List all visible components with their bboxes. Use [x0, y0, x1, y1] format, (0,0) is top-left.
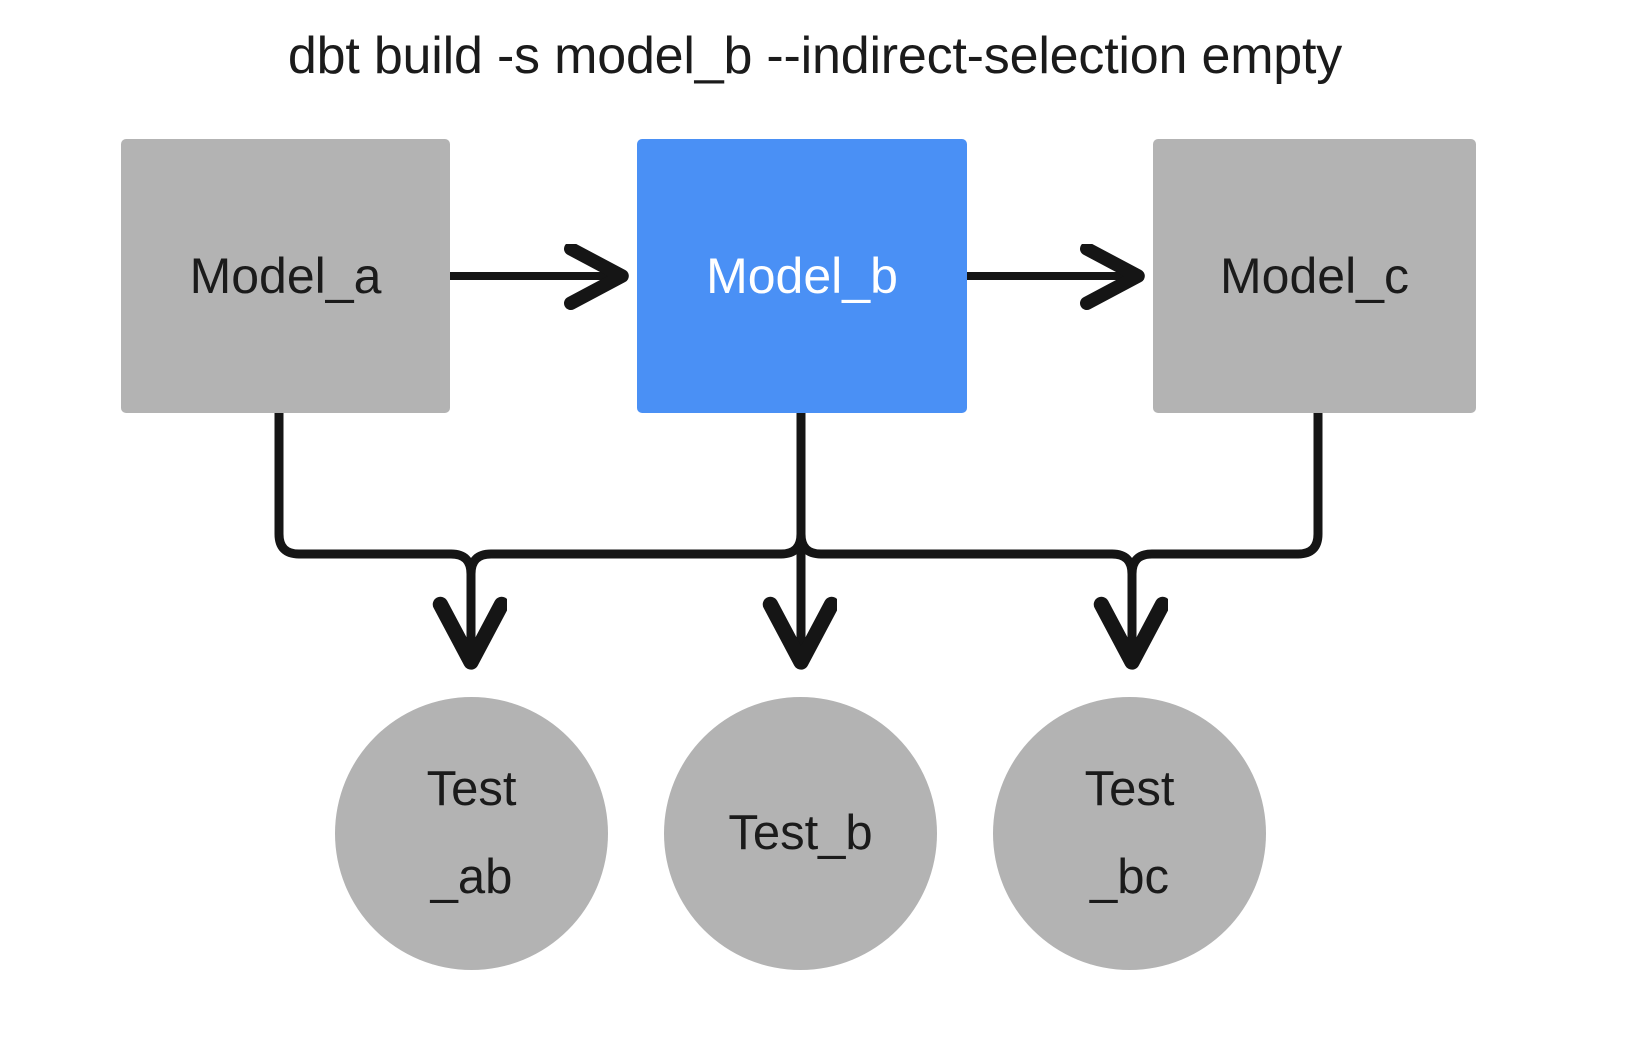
node-test-ab-label: Test _ab [426, 762, 517, 904]
node-model-a-label: Model_a [189, 247, 382, 304]
page-title: dbt build -s model_b --indirect-selectio… [287, 27, 1343, 85]
edge-model-b-to-test-bc [796, 413, 1132, 662]
edge-model-c-to-test-bc [1127, 413, 1323, 662]
node-model-b-label: Model_b [706, 247, 898, 304]
node-test-bc-label: Test _bc [1084, 762, 1175, 904]
node-model-b[interactable]: Model_b [637, 139, 967, 413]
edge-model-a-to-test-ab [274, 413, 471, 662]
node-model-a[interactable]: Model_a [121, 139, 450, 413]
node-test-b-label: Test_b [728, 805, 873, 860]
node-model-c[interactable]: Model_c [1153, 139, 1476, 413]
node-test-b[interactable]: Test_b [664, 697, 937, 970]
node-test-ab[interactable]: Test _ab [335, 697, 608, 970]
node-test-bc[interactable]: Test _bc [993, 697, 1266, 970]
edge-model-b-to-test-ab [466, 413, 806, 662]
node-model-c-label: Model_c [1220, 247, 1409, 304]
